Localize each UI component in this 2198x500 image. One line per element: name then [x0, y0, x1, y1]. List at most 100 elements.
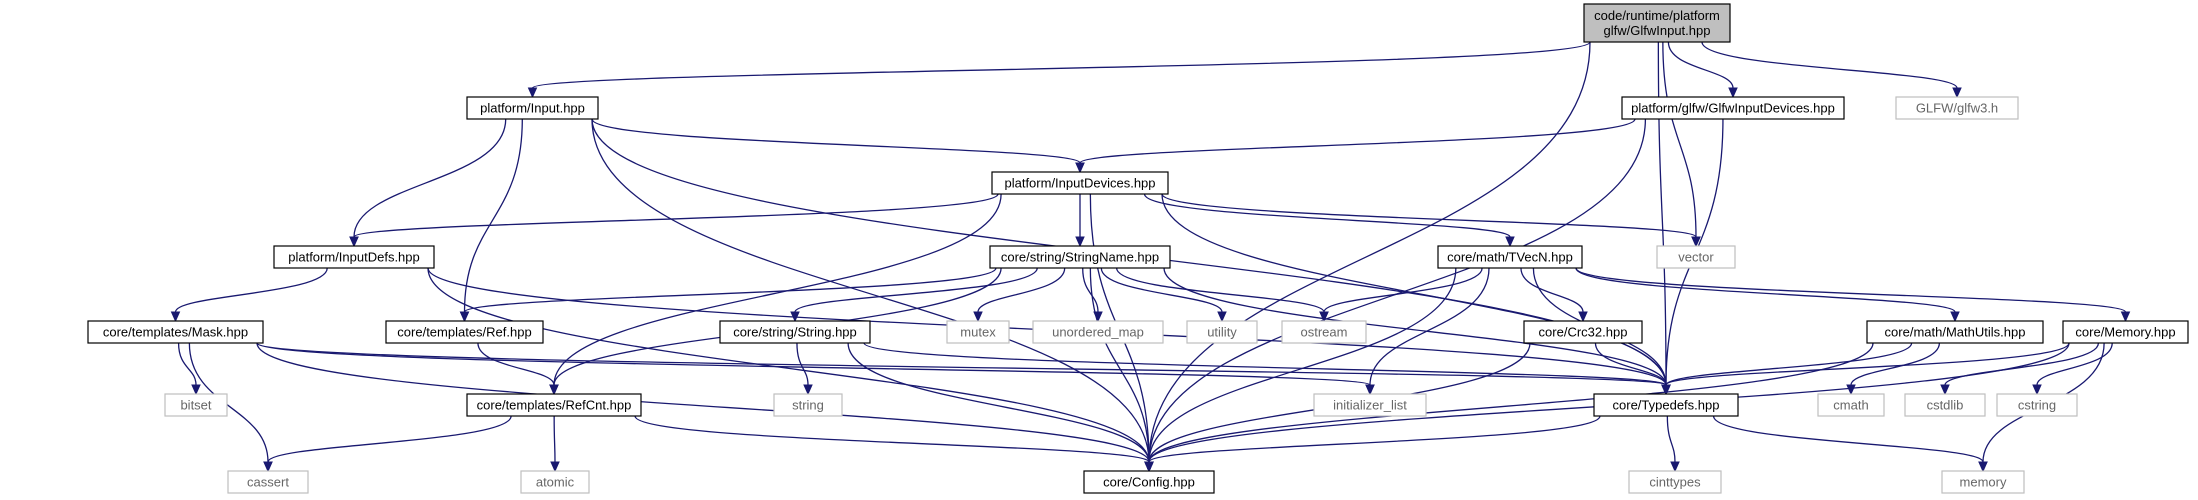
node-core-math-tvecn-hpp[interactable]: core/math/TVecN.hpp [1437, 245, 1583, 269]
arrowhead-inputdevices-to-inputdefs [349, 236, 359, 248]
node-label: vector [1678, 250, 1714, 265]
node-label: cinttypes [1649, 475, 1701, 490]
node-box [989, 245, 1171, 269]
node-core-config-hpp[interactable]: core/Config.hpp [1083, 470, 1215, 494]
edge-mask-to-bitset [177, 342, 197, 386]
node-label: core/math/TVecN.hpp [1447, 250, 1573, 265]
edge-tvecn-to-mathutils [1575, 267, 1956, 313]
node-label: cstring [2018, 398, 2056, 413]
node-platform-input-hpp[interactable]: platform/Input.hpp [466, 96, 599, 120]
edge-mathutils-to-cmath [1850, 342, 1941, 386]
node-label: memory [1960, 475, 2007, 490]
node-box [1593, 393, 1739, 417]
node-box [1996, 393, 2078, 417]
node-label: core/Crc32.hpp [1539, 325, 1628, 340]
node-box [2062, 320, 2189, 344]
arrowhead-stringname-to-ref [459, 311, 470, 323]
node-label: core/string/String.hpp [733, 325, 857, 340]
arrowhead-inputdevices-to-vector [1691, 236, 1701, 248]
node-box [466, 393, 642, 417]
node-core-memory-hpp[interactable]: core/Memory.hpp [2062, 320, 2189, 344]
node-label: platform/glfw/GlfwInputDevices.hpp [1631, 101, 1835, 116]
node-mutex: mutex [946, 320, 1010, 344]
node-box [1941, 470, 2025, 494]
edge-input-to-ref [463, 118, 523, 313]
arrowhead-ref-to-refcnt [549, 384, 559, 396]
arrowhead-mask-to-initlist [1365, 384, 1375, 396]
node-label: atomic [536, 475, 575, 490]
node-glfw-glfw3-h: GLFW/glfw3.h [1895, 96, 2019, 120]
arrowhead-typedefs-to-memory [1978, 461, 1988, 473]
node-core-typedefs-hpp[interactable]: core/Typedefs.hpp [1593, 393, 1739, 417]
node-core-templates-ref-hpp[interactable]: core/templates/Ref.hpp [385, 320, 544, 344]
edge-stringname-to-mutex [977, 267, 1066, 313]
node-label: core/templates/RefCnt.hpp [477, 398, 632, 413]
node-box [385, 320, 544, 344]
node-unordered-map: unordered_map [1032, 320, 1164, 344]
edge-memory_h-to-typedefs [1665, 342, 2070, 386]
edge-glfwdev-to-inputdevices [1079, 118, 1636, 164]
edge-inputdevices-to-typedefs [1161, 193, 1667, 386]
edge-inputdevices-to-refcnt [553, 193, 1002, 386]
edge-input-to-inputdefs [353, 118, 507, 238]
edge-mathutils-to-config [1148, 342, 1874, 463]
edge-inputdevices-to-inputdefs [353, 193, 999, 238]
node-platform-inputdefs-hpp[interactable]: platform/InputDefs.hpp [273, 245, 435, 269]
edge-string-to-stringstd [796, 342, 809, 386]
edge-typedefs-to-config [1148, 415, 1601, 463]
node-core-math-mathutils-hpp[interactable]: core/math/MathUtils.hpp [1866, 320, 2044, 344]
node-label: platform/Input.hpp [480, 101, 585, 116]
node-box [1281, 320, 1367, 344]
edge-root-to-glfwdev [1667, 41, 1734, 89]
node-core-templates-refcnt-hpp[interactable]: core/templates/RefCnt.hpp [466, 393, 642, 417]
node-box [773, 393, 843, 417]
edge-refcnt-to-cassert [267, 415, 512, 463]
node-platform-glfw-glfwinputdevices-hpp[interactable]: platform/glfw/GlfwInputDevices.hpp [1621, 96, 1845, 120]
node-ostream: ostream [1281, 320, 1367, 344]
edge-refcnt-to-atomic [553, 415, 556, 463]
edge-input-to-inputdevices [591, 118, 1081, 164]
node-core-crc32-hpp[interactable]: core/Crc32.hpp [1523, 320, 1643, 344]
edge-ref-to-refcnt [477, 342, 555, 386]
edge-stringname-to-utility [1100, 267, 1223, 313]
arrowhead-glfwdev-to-inputdevices [1075, 162, 1085, 174]
node-core-string-stringname-hpp[interactable]: core/string/StringName.hpp [989, 245, 1171, 269]
node-cinttypes: cinttypes [1628, 470, 1722, 494]
node-vector: vector [1656, 245, 1736, 269]
edge-tvecn-to-ostream [1323, 267, 1483, 313]
arrowhead-inputdevices-to-stringname [1075, 236, 1085, 248]
edge-stringname-to-config [1089, 267, 1150, 463]
node-cstdlib: cstdlib [1904, 393, 1986, 417]
arrowhead-typedefs-to-cinttypes [1670, 461, 1680, 473]
node-box [1621, 96, 1845, 120]
node-core-string-string-hpp[interactable]: core/string/String.hpp [719, 320, 871, 344]
node-label: utility [1207, 325, 1237, 340]
arrowhead-mask-to-bitset [191, 384, 201, 396]
edge-inputdefs-to-config [427, 267, 1150, 463]
node-cstring: cstring [1996, 393, 2078, 417]
node-label: code/runtime/platform [1594, 8, 1720, 23]
arrowhead-root-to-glfwdev [1728, 87, 1738, 99]
edge-crc32-to-typedefs [1594, 342, 1667, 386]
node-box [1523, 320, 1643, 344]
arrowhead-mathutils-to-cmath [1846, 384, 1856, 396]
edges-layer [170, 41, 2131, 473]
edge-inputdevices-to-tvecn [1143, 193, 1511, 238]
node-box [1313, 393, 1427, 417]
edge-stringname-to-ref [463, 267, 997, 313]
arrowhead-tvecn-to-memory_h [2120, 311, 2131, 323]
node-core-templates-mask-hpp[interactable]: core/templates/Mask.hpp [87, 320, 264, 344]
edge-string-to-typedefs [863, 342, 1667, 386]
node-box [1656, 245, 1736, 269]
node-box [1866, 320, 2044, 344]
node-label: initializer_list [1333, 398, 1407, 413]
node-box [1628, 470, 1722, 494]
arrowhead-tvecn-to-crc32 [1578, 311, 1588, 323]
node-initializer-list: initializer_list [1313, 393, 1427, 417]
node-label: core/Memory.hpp [2075, 325, 2175, 340]
node-label: bitset [180, 398, 211, 413]
node-platform-inputdevices-hpp[interactable]: platform/InputDevices.hpp [991, 171, 1169, 195]
node-box [273, 245, 435, 269]
edge-root-to-config [1148, 41, 1591, 463]
